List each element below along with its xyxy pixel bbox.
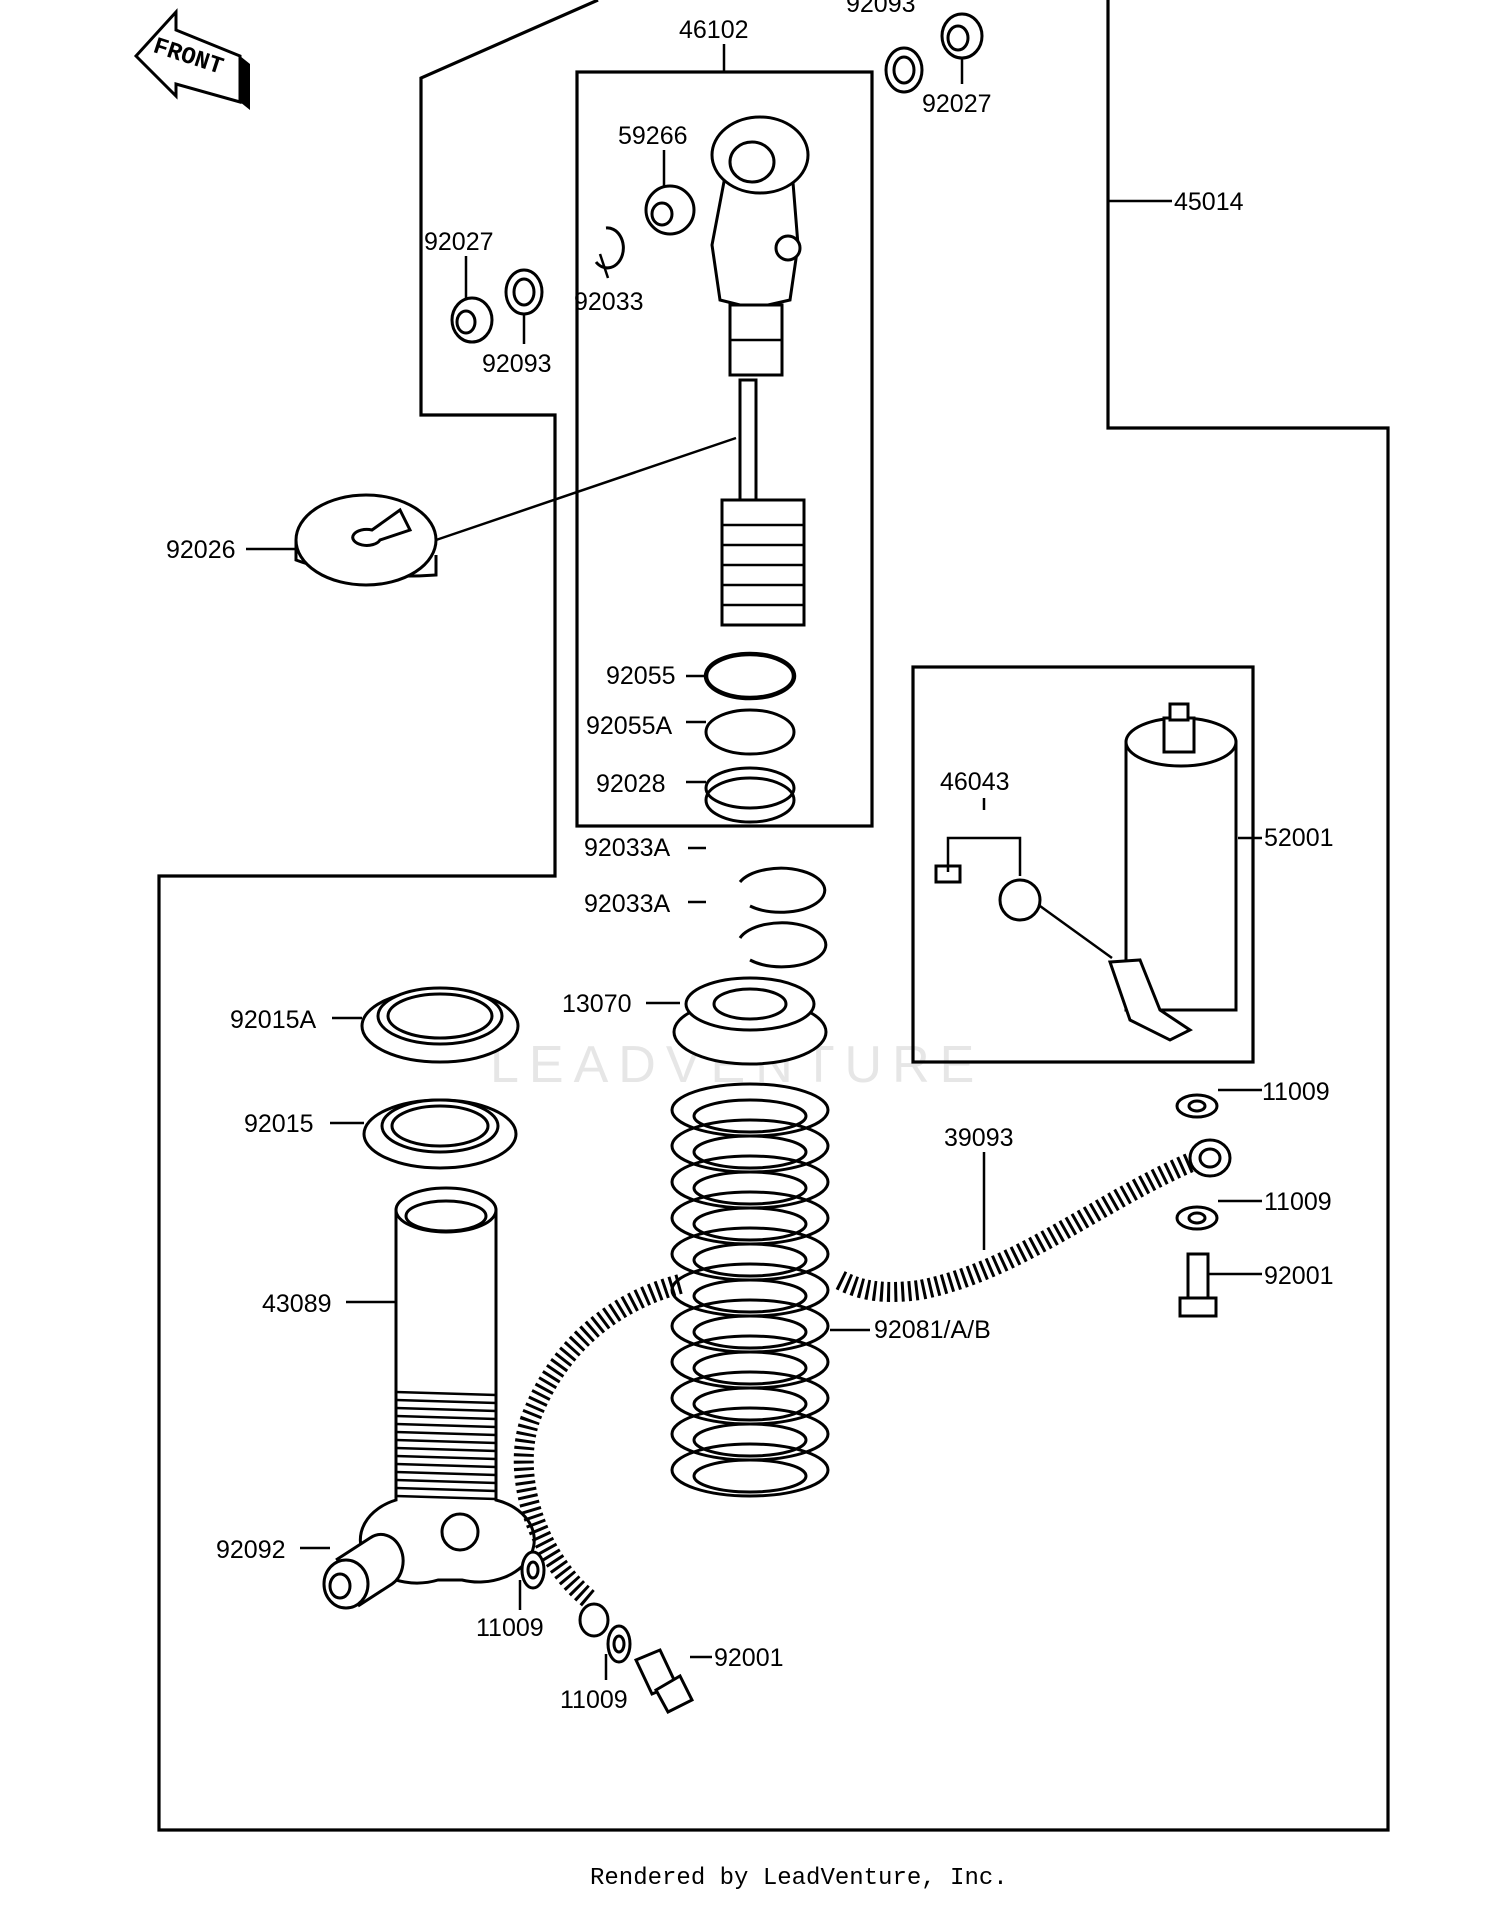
callout-92027-left: 92027 (424, 228, 494, 256)
spring-seat-92026 (294, 493, 438, 587)
thread-line (395, 1478, 497, 1485)
spring-coil-inner (692, 1350, 808, 1386)
callout-92092: 92092 (216, 1536, 286, 1564)
damper-body (710, 115, 810, 627)
washer-92093-top (884, 46, 924, 94)
callout-92081: 92081/A/B (874, 1316, 991, 1344)
bushing-59266 (644, 184, 696, 236)
thread-line (395, 1462, 497, 1469)
bolt-92001-b (633, 1648, 695, 1714)
reservoir-52001 (1107, 702, 1238, 1042)
ring-92055A (704, 708, 796, 756)
spring-guide-13070 (672, 976, 828, 1066)
lower-body-43089 (358, 1186, 536, 1585)
spring-coil (670, 1442, 830, 1498)
subassembly-box-52001 (911, 665, 1255, 1064)
spring-coil-inner (692, 1134, 808, 1170)
thread-line (395, 1406, 497, 1413)
callout-92033A-2: 92033A (584, 890, 671, 918)
washer-11009-b (1175, 1205, 1219, 1231)
spring-coil-inner (692, 1278, 808, 1314)
washer-11009-c (520, 1550, 546, 1590)
bolt-92001-a (1178, 1252, 1218, 1318)
spring-coil-inner (692, 1242, 808, 1278)
thread-line (395, 1414, 497, 1421)
callout-92001-b: 92001 (714, 1644, 784, 1672)
callout-92055: 92055 (606, 662, 676, 690)
callout-labels: 46102 92093 92027 45014 59266 92027 9203… (166, 0, 1334, 1714)
o-ring-92055 (703, 651, 797, 701)
leader-lines (246, 44, 1262, 1680)
spring-coil-inner (692, 1206, 808, 1242)
spring-coil-inner (692, 1386, 808, 1422)
callout-92028: 92028 (596, 770, 666, 798)
callout-11009-c: 11009 (476, 1614, 544, 1642)
washer-11009-a (1175, 1093, 1219, 1119)
callout-92026: 92026 (166, 536, 236, 564)
bushing-92027-left (450, 296, 494, 344)
callout-92001-a: 92001 (1264, 1262, 1334, 1290)
thread-line (395, 1390, 497, 1397)
callout-92015A: 92015A (230, 1006, 317, 1034)
assembly-border-45014 (157, 0, 1390, 1832)
locknut-92015 (362, 1098, 518, 1170)
callout-92033A-1: 92033A (584, 834, 671, 862)
ring-92028 (704, 766, 796, 824)
front-arrow: FRONT (133, 8, 250, 110)
thread-line (395, 1422, 497, 1429)
callout-39093: 39093 (944, 1124, 1014, 1152)
spring-coil-inner (692, 1422, 808, 1458)
callout-92055A: 92055A (586, 712, 673, 740)
valve-cap-46043 (934, 864, 1113, 960)
circlip-92033A-1 (738, 866, 827, 914)
callout-92027-top: 92027 (922, 90, 992, 118)
thread-line (395, 1438, 497, 1445)
thread-line (395, 1494, 497, 1501)
callout-52001: 52001 (1264, 824, 1334, 852)
bushing-92027-top (940, 12, 984, 60)
spring-coil-inner (692, 1170, 808, 1206)
callout-43089: 43089 (262, 1290, 332, 1318)
coil-spring-92081 (670, 1082, 830, 1498)
callout-11009-a: 11009 (1262, 1078, 1330, 1106)
callout-92093-top: 92093 (846, 0, 916, 18)
spring-coil-inner (692, 1098, 808, 1134)
callout-46043: 46043 (940, 768, 1010, 796)
thread-line (395, 1446, 497, 1453)
callout-45014: 45014 (1174, 188, 1244, 216)
hose-39093 (513, 1138, 1232, 1638)
thread-line (395, 1398, 497, 1405)
callout-92033: 92033 (574, 288, 644, 316)
spring-coil-inner (692, 1314, 808, 1350)
callout-92015: 92015 (244, 1110, 314, 1138)
washer-11009-d (606, 1624, 632, 1664)
callout-11009-b: 11009 (1264, 1188, 1332, 1216)
thread-line (395, 1486, 497, 1493)
callout-92093-left: 92093 (482, 350, 552, 378)
washer-92093-left (504, 268, 544, 316)
circlip-92033 (594, 226, 625, 270)
thread-line (395, 1454, 497, 1461)
callout-59266: 59266 (618, 122, 688, 150)
spring-coil-inner (692, 1458, 808, 1494)
thread-line (395, 1430, 497, 1437)
locknut-92015A (360, 986, 520, 1064)
circlip-92033A-2 (738, 921, 828, 969)
callout-13070: 13070 (562, 990, 632, 1018)
bushing-92092 (322, 1533, 405, 1610)
thread-line (395, 1470, 497, 1477)
callout-46102: 46102 (679, 16, 749, 44)
footer-credit: Rendered by LeadVenture, Inc. (590, 1865, 1008, 1892)
callout-11009-d: 11009 (560, 1686, 628, 1714)
